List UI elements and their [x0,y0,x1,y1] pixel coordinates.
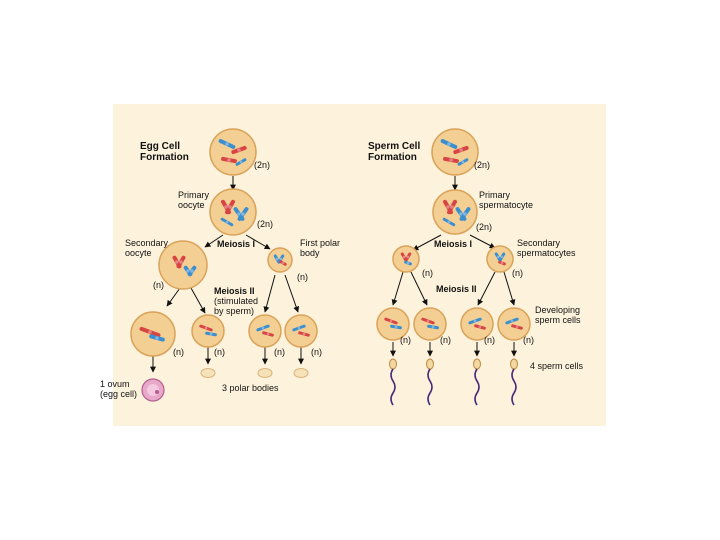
polar-body-2 [257,368,273,378]
secondary-spermatocyte-left [392,245,420,273]
primary-spermatocyte-line2: spermatocyte [479,200,534,210]
sperm-row3-ploidy-2: (n) [440,335,451,345]
egg-ploidy-2n-b: (2n) [257,219,274,229]
egg-title-line2: Formation [140,152,189,163]
egg-meiosis-2-label: Meiosis II (stimulated by sperm) [214,286,258,316]
sperm-arrow-6 [477,271,496,306]
egg-arrow-7 [284,274,300,313]
polar-bodies-label: 3 polar bodies [222,383,279,393]
sperm-arrow-2 [412,234,442,251]
sperm-ploidy-2n-b: (2n) [476,222,493,232]
primary-oocyte-label: Primary oocyte [178,190,209,210]
egg-arrow-3 [245,234,271,250]
developing-line2: sperm cells [535,315,581,325]
spermatid-3 [460,307,494,341]
egg-meiosis-2: Meiosis II [214,286,255,296]
secondary-spermatocytes-line1: Secondary [517,238,561,248]
egg-arrow-2 [204,234,224,248]
sperm-cell-3 [473,358,481,406]
primary-spermatocyte-cell [432,189,478,235]
first-polar-line1: First polar [300,238,341,248]
egg-polar-body-4 [284,314,318,348]
sperm-meiosis-1: Meiosis I [434,239,473,249]
ovum-precursor-cell [130,311,176,357]
egg-arrow-6 [263,274,276,313]
developing-sperm-label: Developing sperm cells [535,305,581,325]
polar-body-3 [293,368,309,378]
sperm-right-ploidy: (n) [512,268,523,278]
egg-stimulated-line1: (stimulated [214,296,259,306]
egg-polar-body-2 [191,314,225,348]
egg-row3-ploidy-1: (n) [173,347,184,357]
primary-spermatocyte-label: Primary spermatocyte [479,190,533,210]
developing-line1: Developing [535,305,581,315]
sperm-arrow-3 [469,234,496,249]
egg-ploidy-2n-a: (2n) [254,160,271,170]
spermatid-2 [413,307,447,341]
spermatid-1 [376,307,410,341]
secondary-oocyte-line1: Secondary [125,238,169,248]
secondary-oocyte-line2: oocyte [125,248,152,258]
egg-title-line1: Egg Cell [140,141,181,152]
egg-arrow-5 [190,287,206,314]
sperm-left-ploidy: (n) [422,268,433,278]
egg-secondary-ploidy: (n) [153,280,164,290]
egg-title: Egg Cell Formation [140,141,189,163]
sperm-meiosis-2: Meiosis II [436,284,477,294]
sperm-arrow-4 [391,271,404,306]
primary-oocyte-cell [209,188,257,236]
sperm-diploid-cell [431,128,479,176]
primary-oocyte-line2: oocyte [178,200,205,210]
first-polar-body-label: First polar body [300,238,340,258]
primary-oocyte-line1: Primary [178,190,209,200]
ovum-line2: (egg cell) [100,389,138,399]
sperm-title-line2: Formation [368,152,417,163]
sperm-arrow-5 [410,271,428,306]
egg-stimulated-line2: by sperm) [214,306,255,316]
sperm-title: Sperm Cell Formation [368,141,420,163]
ovum-cell [141,378,165,402]
spermatid-4 [497,307,531,341]
sperm-ploidy-2n-a: (2n) [474,160,491,170]
egg-row3-ploidy-4: (n) [311,347,322,357]
secondary-spermatocytes-line2: spermatocytes [517,248,576,258]
sperm-cell-1 [389,358,397,406]
egg-row3-ploidy-3: (n) [274,347,285,357]
secondary-oocyte-label: Secondary oocyte [125,238,168,258]
sperm-cell-2 [426,358,434,406]
secondary-spermatocytes-label: Secondary spermatocytes [517,238,576,258]
sperm-cell-4 [510,358,518,406]
sperm-title-line1: Sperm Cell [368,141,421,152]
egg-arrow-4 [166,287,181,307]
egg-row3-ploidy-2: (n) [214,347,225,357]
secondary-spermatocyte-right [486,245,514,273]
sperm-arrow-7 [503,271,516,306]
sperm-row3-ploidy-4: (n) [523,335,534,345]
first-polar-body-cell [267,247,293,273]
primary-spermatocyte-line1: Primary [479,190,510,200]
first-polar-line2: body [300,248,320,258]
secondary-oocyte-cell [158,240,208,290]
ovum-line1: 1 ovum [100,379,130,389]
four-sperm-label: 4 sperm cells [530,361,584,371]
sperm-row3-ploidy-3: (n) [484,335,495,345]
egg-polar-body-3 [248,314,282,348]
egg-polar-ploidy: (n) [297,272,308,282]
polar-body-1 [200,368,216,378]
egg-meiosis-1: Meiosis I [217,239,256,249]
ovum-label: 1 ovum (egg cell) [100,379,137,399]
sperm-row3-ploidy-1: (n) [400,335,411,345]
egg-diploid-cell [209,128,257,176]
